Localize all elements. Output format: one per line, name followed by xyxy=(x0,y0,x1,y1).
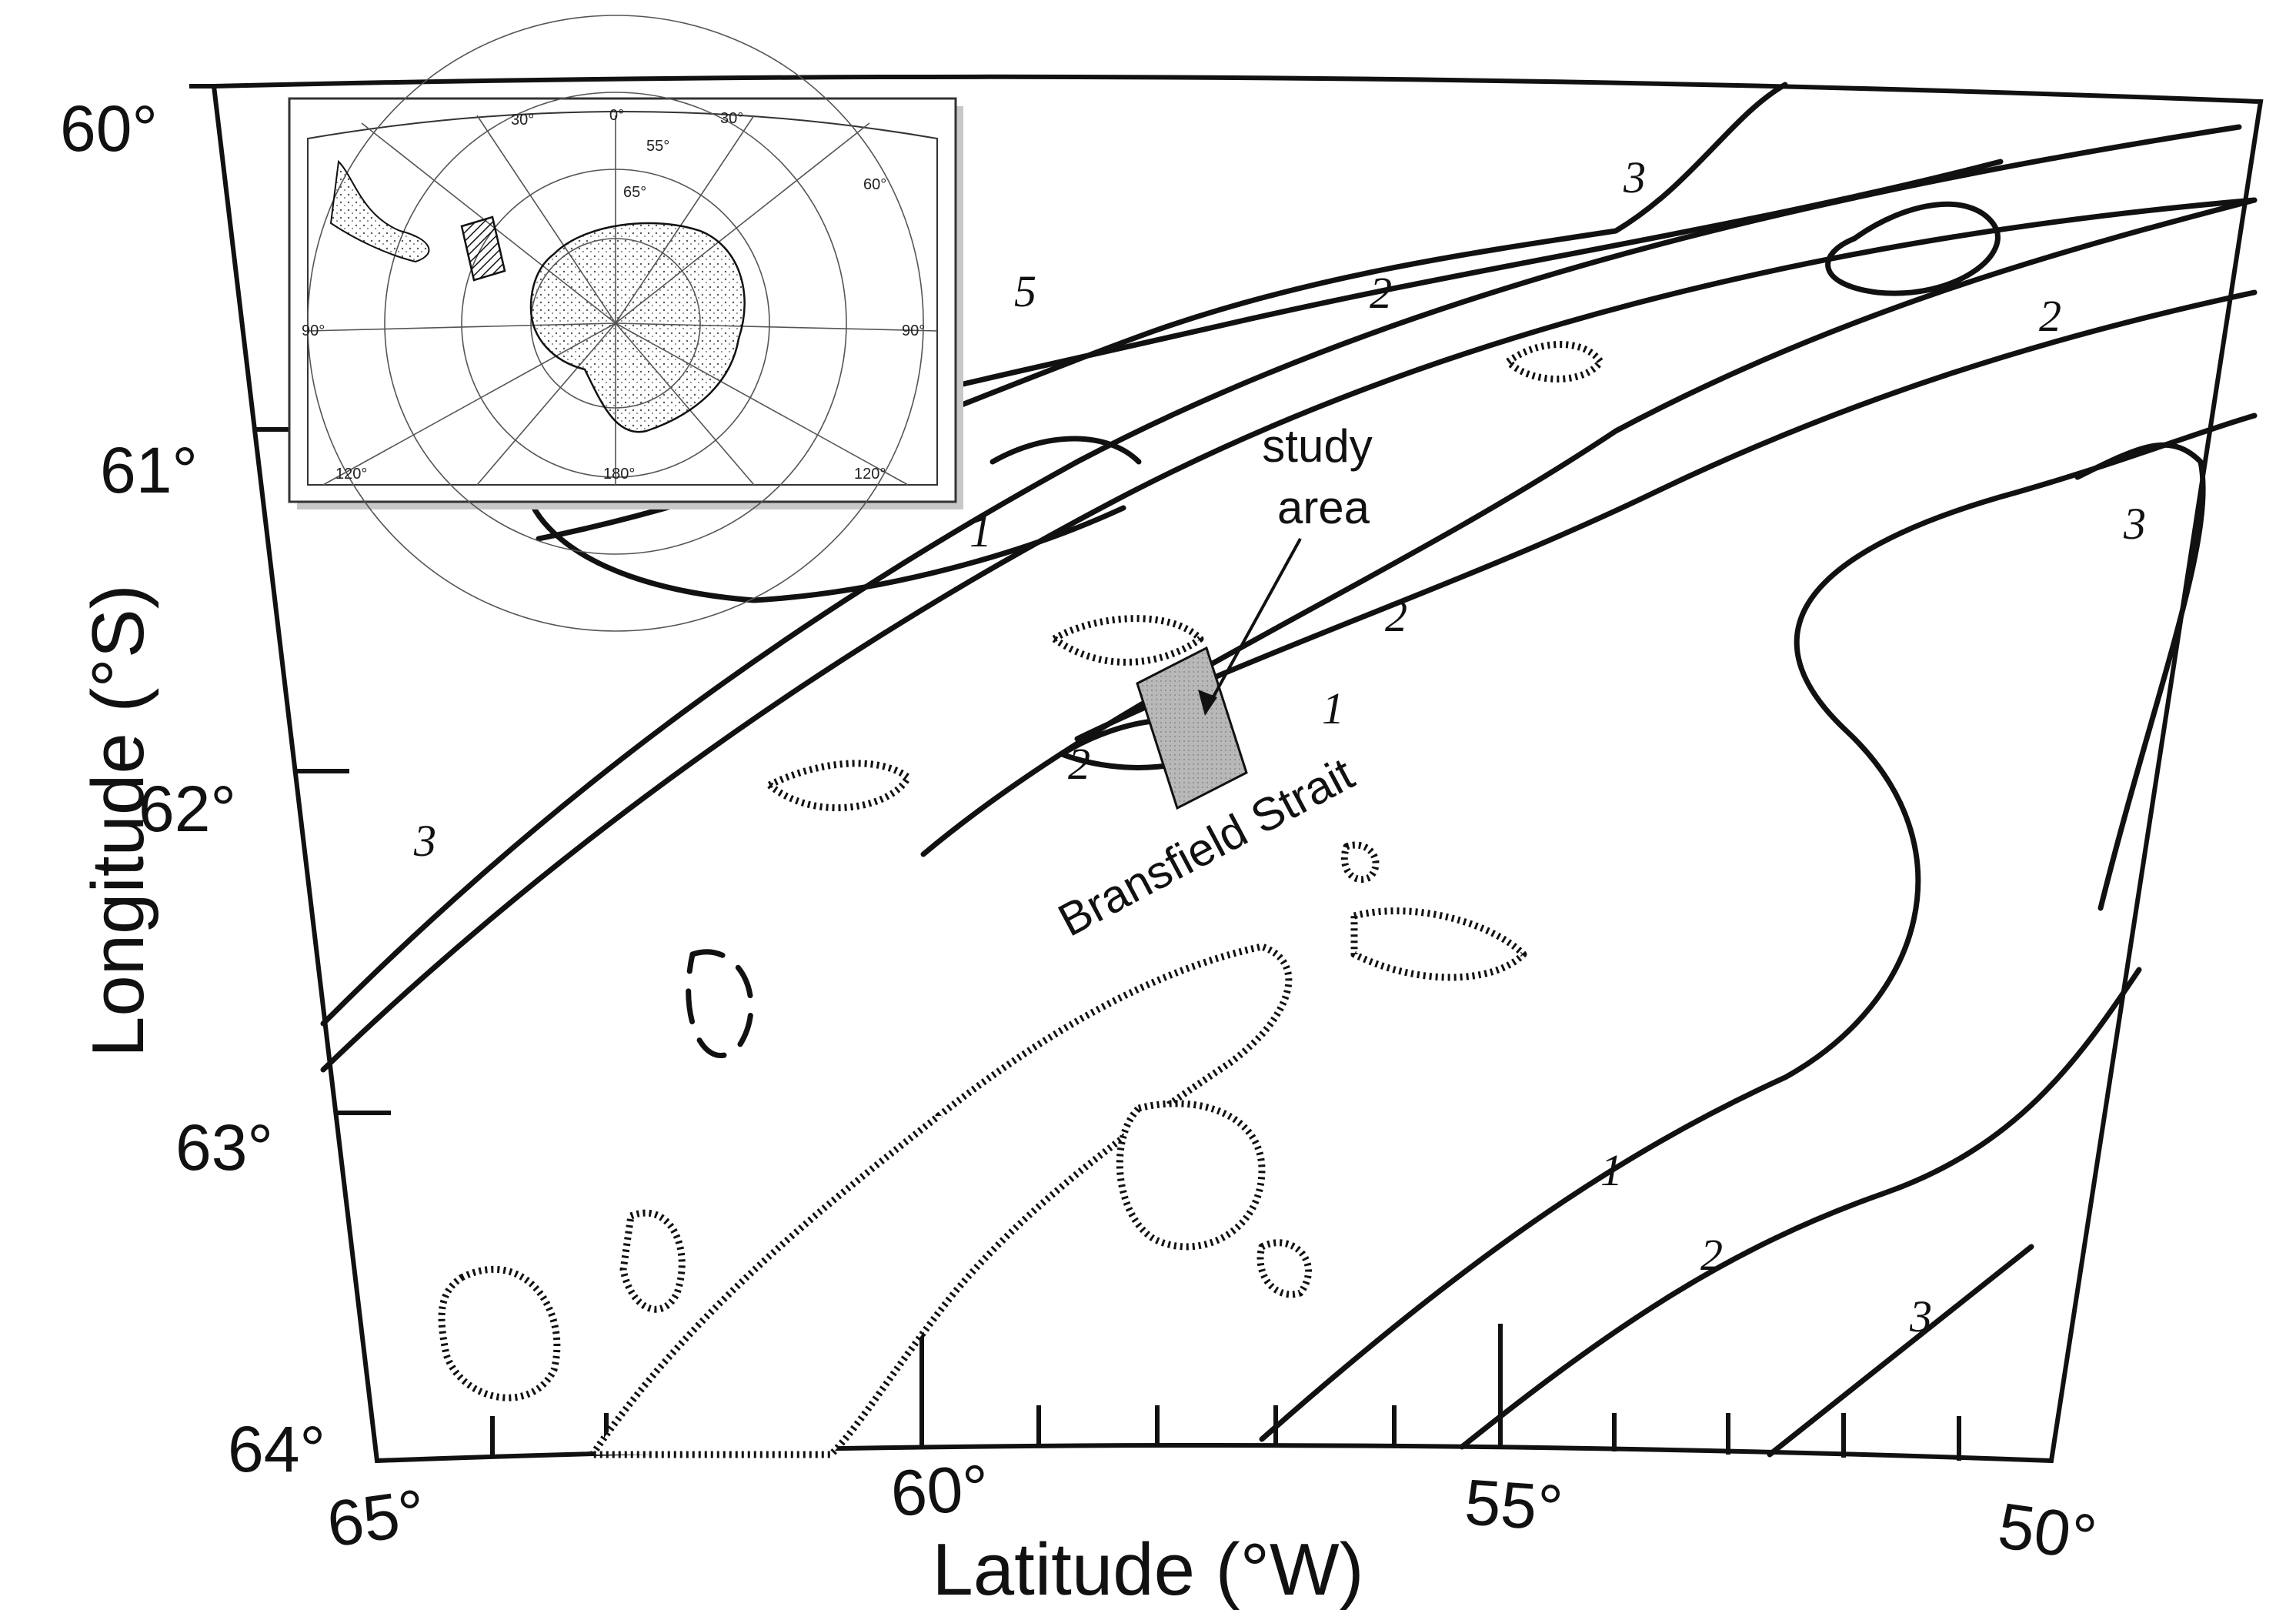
x-axis-title: Latitude (°W) xyxy=(932,1528,1363,1610)
inset-bottom-tick: 120° xyxy=(854,466,886,483)
y-tick-label: 61° xyxy=(100,434,198,506)
inset-lat-label: 55° xyxy=(646,138,669,155)
contour-label: 2 xyxy=(1068,739,1090,789)
y-tick-label: 62° xyxy=(138,773,236,845)
inset-top-tick: 30° xyxy=(511,112,534,129)
x-tick-label: 55° xyxy=(1463,1465,1565,1545)
contour-label: 3 xyxy=(413,816,436,866)
contour-label: 1 xyxy=(1600,1145,1623,1195)
land-masses xyxy=(438,341,1604,1458)
map-frame xyxy=(211,74,2264,1464)
x-tick-label: 60° xyxy=(889,1451,991,1530)
inset-map: 30° 0° 30° 55° 65° 60° 90° 90° 120° 180°… xyxy=(288,15,963,632)
study-area-arrow xyxy=(1206,538,1302,707)
inset-right-tick: 60° xyxy=(863,176,886,193)
contour-label: 1 xyxy=(969,506,992,556)
inset-side-tick: 90° xyxy=(302,322,325,339)
antarctica-inset xyxy=(529,222,746,433)
x-tick-label: 65° xyxy=(322,1475,429,1561)
left-tick-labels: 60° 61° 62° 63° 64° xyxy=(60,92,325,1485)
contour-label: 1 xyxy=(1322,683,1344,733)
contour-label: 2 xyxy=(1700,1230,1723,1280)
contour-label: 3 xyxy=(1909,1291,1932,1341)
x-tick-label: 50° xyxy=(1994,1489,2101,1575)
study-area: study area xyxy=(1136,420,1373,810)
contour-label: 2 xyxy=(1370,268,1392,318)
inset-bottom-tick: 120° xyxy=(335,466,367,483)
contour-label: 3 xyxy=(1623,152,1646,202)
y-tick-label: 64° xyxy=(228,1413,325,1485)
contour-label: 2 xyxy=(1385,591,1407,641)
contour-label: 3 xyxy=(2123,499,2146,549)
inset-lat-label: 65° xyxy=(623,184,646,201)
study-area-label-line2: area xyxy=(1277,482,1370,533)
inset-side-tick: 90° xyxy=(902,322,925,339)
arrow-head-icon xyxy=(1198,690,1217,716)
contour-label: 5 xyxy=(1014,266,1036,316)
south-america-inset xyxy=(329,159,430,263)
inset-bottom-tick: 180° xyxy=(603,466,635,483)
y-tick-label: 63° xyxy=(175,1111,273,1184)
bottom-tick-labels: 65° 60° 55° 50° xyxy=(322,1451,2101,1574)
contour-label: 2 xyxy=(2039,291,2061,341)
study-area-label-line1: study xyxy=(1262,420,1372,472)
inset-top-tick: 0° xyxy=(609,107,624,124)
y-tick-label: 60° xyxy=(60,92,158,165)
inset-top-tick: 30° xyxy=(720,110,743,127)
inset-graticule-outline xyxy=(307,111,938,486)
y-axis-title: Longitude (°S) xyxy=(77,584,159,1057)
study-region-hatch xyxy=(460,215,506,282)
depth-contours xyxy=(320,82,2258,1458)
contour-labels: 3 5 2 1 3 2 2 1 2 3 1 2 3 xyxy=(413,152,2146,1341)
